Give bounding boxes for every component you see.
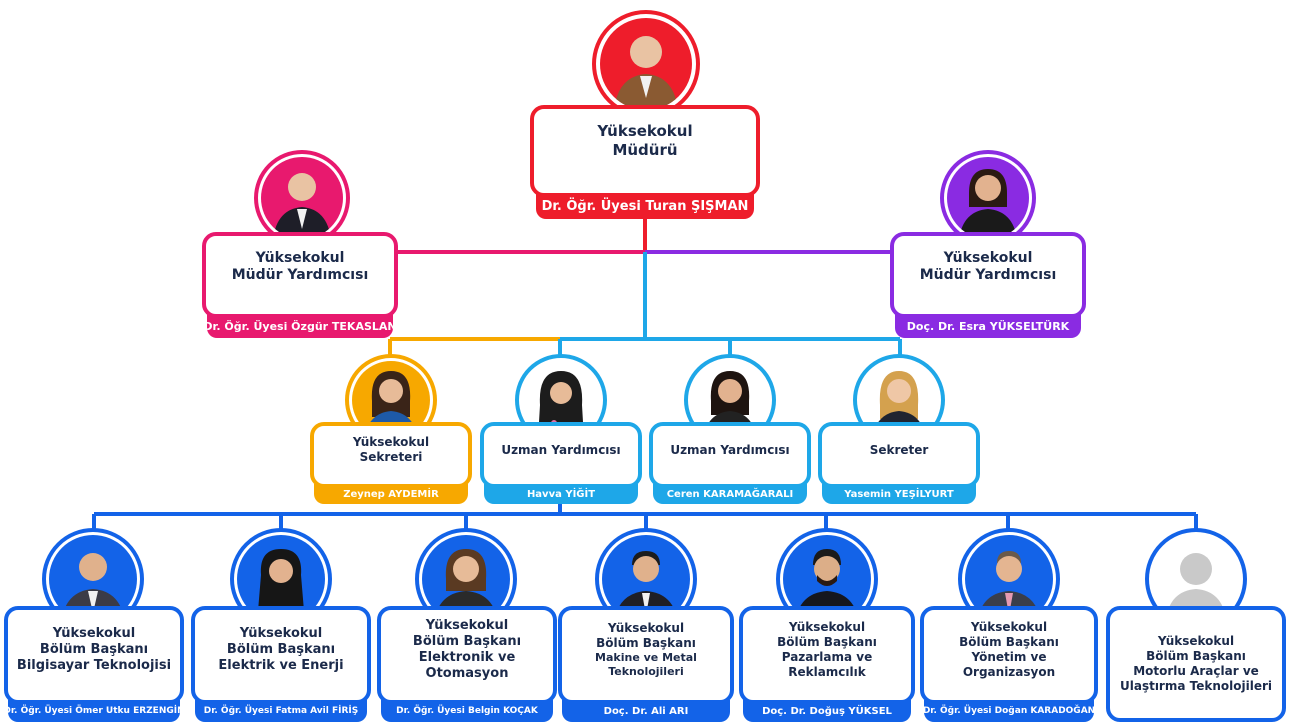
head-2-name-bar: Dr. Öğr. Üyesi Fatma Avil FİRİŞ — [195, 700, 367, 722]
head-7-line4: Ulaştırma Teknolojileri — [1119, 679, 1272, 693]
head-5-line2: Bölüm Başkanı — [777, 635, 877, 649]
head-4-name-bar: Doç. Dr. Ali ARI — [562, 700, 730, 722]
head-1-line1: Yüksekokul — [52, 625, 136, 641]
head-2-line3: Elektrik ve Enerji — [218, 658, 344, 674]
head-2-card: Yüksekokul Bölüm Başkanı Elektrik ve Ene… — [191, 606, 371, 704]
head-3-line2: Bölüm Başkanı — [412, 633, 522, 649]
staff-3-card: Uzman Yardımcısı — [649, 422, 811, 488]
deputy-node-2: Yüksekokul Müdür Yardımcısı Doç. Dr. Esr… — [890, 150, 1086, 340]
deputy-1-photo — [261, 157, 343, 239]
head-3-card: Yüksekokul Bölüm Başkanı Elektronik ve O… — [377, 606, 557, 704]
deputy-1-title-line1: Yüksekokul — [255, 249, 345, 266]
director-title-line1: Yüksekokul — [597, 122, 693, 141]
head-7-line3: Motorlu Araçlar ve — [1133, 664, 1259, 678]
staff-3-title-line1: Uzman Yardımcısı — [670, 442, 790, 457]
director-name-bar: Dr. Öğr. Üyesi Turan ŞIŞMAN — [536, 193, 754, 219]
head-5-line3: Pazarlama ve Reklamcılık — [781, 650, 873, 679]
staff-2-card: Uzman Yardımcısı — [480, 422, 642, 488]
head-1-name-bar: Dr. Öğr. Üyesi Ömer Utku ERZENGİN — [8, 700, 180, 722]
deputy-2-photo — [947, 157, 1029, 239]
staff-1-title-line1: Yüksekokul — [352, 435, 430, 449]
head-4-line1: Yüksekokul — [607, 621, 685, 636]
staff-1-card: Yüksekokul Sekreteri — [310, 422, 472, 488]
head-5-card: Yüksekokul Bölüm Başkanı Pazarlama ve Re… — [739, 606, 915, 704]
head-1-line2: Bölüm Başkanı — [39, 641, 149, 657]
head-1-card: Yüksekokul Bölüm Başkanı Bilgisayar Tekn… — [4, 606, 184, 704]
staff-1-name-bar: Zeynep AYDEMİR — [314, 484, 468, 504]
head-3-name-bar: Dr. Öğr. Üyesi Belgin KOÇAK — [381, 700, 553, 722]
staff-node-1: Yüksekokul Sekreteri Zeynep AYDEMİR — [310, 354, 472, 504]
head-2-line1: Yüksekokul — [239, 625, 323, 641]
staff-2-name-bar: Havva YİĞİT — [484, 484, 638, 504]
director-node: Yüksekokul Müdürü Dr. Öğr. Üyesi Turan Ş… — [530, 5, 760, 219]
head-4-line3: Makine ve Metal Teknolojileri — [595, 651, 697, 678]
head-2-photo — [237, 535, 325, 623]
head-node-7: Yüksekokul Bölüm Başkanı Motorlu Araçlar… — [1106, 528, 1286, 724]
director-title-line2: Müdürü — [612, 141, 678, 159]
staff-4-title-line1: Sekreter — [869, 442, 929, 457]
deputy-2-card: Yüksekokul Müdür Yardımcısı — [890, 232, 1086, 318]
head-node-4: Yüksekokul Bölüm Başkanı Makine ve Metal… — [558, 528, 734, 724]
head-node-5: Yüksekokul Bölüm Başkanı Pazarlama ve Re… — [739, 528, 915, 724]
staff-4-name-bar: Yasemin YEŞİLYURT — [822, 484, 976, 504]
head-4-card: Yüksekokul Bölüm Başkanı Makine ve Metal… — [558, 606, 734, 704]
head-1-line3: Bilgisayar Teknolojisi — [16, 658, 172, 674]
staff-2-title-line1: Uzman Yardımcısı — [501, 442, 621, 457]
staff-4-card: Sekreter — [818, 422, 980, 488]
head-5-name-bar: Doç. Dr. Doğuş YÜKSEL — [743, 700, 911, 722]
head-3-line1: Yüksekokul — [425, 617, 509, 633]
head-3-line3: Elektronik ve Otomasyon — [418, 650, 516, 682]
staff-3-name-bar: Ceren KARAMAĞARALI — [653, 484, 807, 504]
staff-node-2: Uzman Yardımcısı Havva YİĞİT — [480, 354, 642, 504]
head-6-name-bar: Dr. Öğr. Üyesi Doğan KARADOĞAN — [924, 700, 1094, 722]
head-7-line1: Yüksekokul — [1157, 634, 1235, 648]
head-6-line3: Yönetim ve Organizasyon — [962, 650, 1056, 679]
deputy-2-title-line1: Yüksekokul — [943, 249, 1033, 266]
head-7-line2: Bölüm Başkanı — [1146, 649, 1246, 663]
director-photo — [600, 18, 692, 110]
head-2-line2: Bölüm Başkanı — [226, 641, 336, 657]
deputy-1-card: Yüksekokul Müdür Yardımcısı — [202, 232, 398, 318]
deputy-1-name-bar: Dr. Öğr. Üyesi Özgür TEKASLAN — [207, 314, 393, 338]
deputy-node-1: Yüksekokul Müdür Yardımcısı Dr. Öğr. Üye… — [202, 150, 398, 340]
head-5-line1: Yüksekokul — [788, 620, 866, 634]
head-4-line2: Bölüm Başkanı — [596, 636, 696, 651]
head-node-3: Yüksekokul Bölüm Başkanı Elektronik ve O… — [377, 528, 557, 724]
staff-node-4: Sekreter Yasemin YEŞİLYURT — [818, 354, 980, 504]
staff-1-title-line2: Sekreteri — [359, 450, 423, 464]
staff-node-3: Uzman Yardımcısı Ceren KARAMAĞARALI — [649, 354, 811, 504]
head-node-1: Yüksekokul Bölüm Başkanı Bilgisayar Tekn… — [4, 528, 184, 724]
deputy-1-title-line2: Müdür Yardımcısı — [231, 267, 369, 283]
head-node-2: Yüksekokul Bölüm Başkanı Elektrik ve Ene… — [191, 528, 371, 724]
head-6-line1: Yüksekokul — [970, 620, 1048, 634]
head-7-card: Yüksekokul Bölüm Başkanı Motorlu Araçlar… — [1106, 606, 1286, 722]
deputy-2-title-line2: Müdür Yardımcısı — [919, 267, 1057, 283]
director-card: Yüksekokul Müdürü — [530, 105, 760, 197]
deputy-2-name-bar: Doç. Dr. Esra YÜKSELTÜRK — [895, 314, 1081, 338]
head-6-line2: Bölüm Başkanı — [959, 635, 1059, 649]
head-6-card: Yüksekokul Bölüm Başkanı Yönetim ve Orga… — [920, 606, 1098, 704]
head-node-6: Yüksekokul Bölüm Başkanı Yönetim ve Orga… — [920, 528, 1098, 724]
